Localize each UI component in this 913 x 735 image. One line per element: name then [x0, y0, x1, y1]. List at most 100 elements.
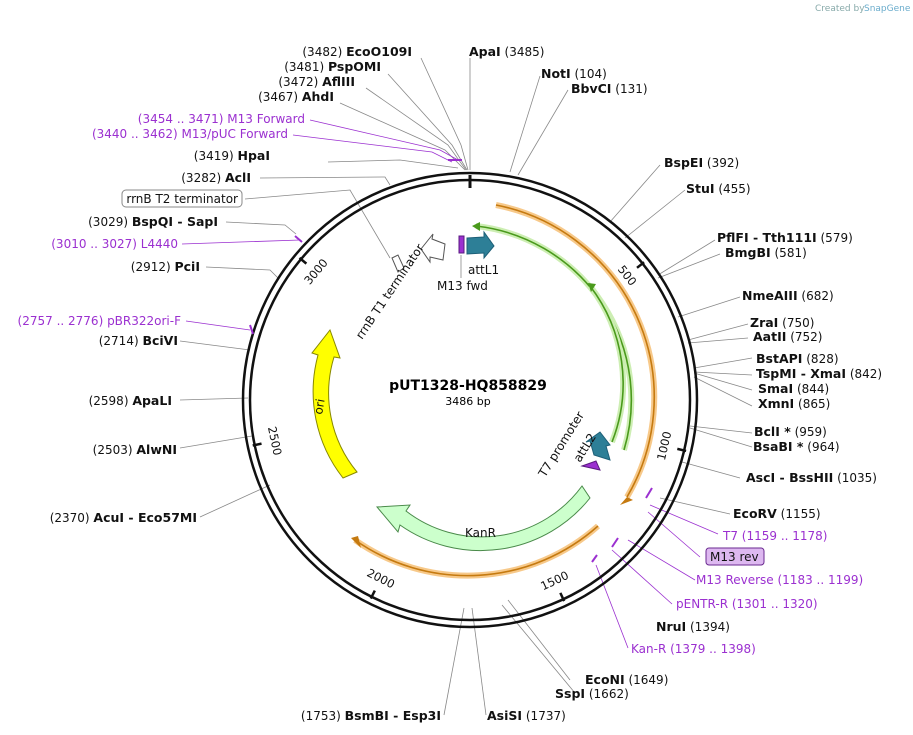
site-dash: -	[775, 470, 789, 485]
primer-label[interactable]: (3440 .. 3462) M13/pUC Forward	[92, 127, 288, 141]
primer-label[interactable]: M13 Reverse (1183 .. 1199)	[696, 573, 863, 587]
green-arc-outer-glow	[475, 223, 635, 451]
site-label[interactable]: AscI - BssHII (1035)	[746, 470, 877, 485]
site-label[interactable]: XmnI (865)	[758, 396, 830, 411]
site-label[interactable]: (2370) AcuI - Eco57MI	[50, 510, 197, 525]
site-name: Kan-R	[631, 642, 666, 656]
site-label[interactable]: (2503) AlwNI	[93, 442, 177, 457]
site-position: (455)	[715, 182, 751, 196]
rrnb-t2-feature[interactable]	[391, 254, 405, 273]
site-position: (3440 .. 3462)	[92, 127, 182, 141]
site-label[interactable]: TspMI - XmaI (842)	[756, 366, 882, 381]
ori-feature[interactable]	[311, 328, 358, 479]
site-name: L4440	[141, 237, 178, 251]
attl1-label: attL1	[468, 263, 499, 277]
site-label[interactable]: EcoNI (1649)	[585, 672, 668, 687]
site-label[interactable]: ApaI (3485)	[469, 44, 544, 59]
site-label[interactable]: AsiSI (1737)	[487, 708, 566, 723]
site-name: BspQI	[132, 214, 173, 229]
site-name: AatII	[753, 329, 786, 344]
site-label[interactable]: BmgBI (581)	[725, 245, 807, 260]
green-arc-outer-head	[472, 222, 480, 231]
primer-label[interactable]: pENTR-R (1301 .. 1320)	[676, 597, 818, 611]
green-arc-inner-glow	[587, 284, 627, 444]
kanr-label: KanR	[465, 526, 496, 540]
site-label[interactable]: PflFI - Tth111I (579)	[717, 230, 853, 245]
site-label[interactable]: BsaBI * (964)	[753, 439, 840, 454]
site-label[interactable]: (3419) HpaI	[194, 148, 270, 163]
primer-label[interactable]: (2757 .. 2776) pBR322ori-F	[18, 314, 182, 328]
site-name: EcoNI	[585, 672, 625, 687]
site-label[interactable]: NmeAIII (682)	[742, 288, 834, 303]
rrnb-t1-feature[interactable]	[420, 233, 446, 264]
site-position: (1155)	[777, 507, 821, 521]
site-name-alt: XmaI	[810, 366, 846, 381]
site-name: AsiSI	[487, 708, 522, 723]
site-label[interactable]: AatII (752)	[753, 329, 822, 344]
site-position: (2757 .. 2776)	[18, 314, 108, 328]
boxed-primer-label[interactable]: M13 rev	[710, 550, 759, 564]
site-label[interactable]: (1753) BsmBI - Esp3I	[301, 708, 441, 723]
kanr-feature[interactable]	[375, 485, 591, 552]
orange-arc-lower	[354, 525, 599, 577]
site-label[interactable]: (3482) EcoO109I	[302, 44, 412, 59]
site-name: SspI	[555, 686, 585, 701]
attl1-feature[interactable]	[466, 230, 495, 260]
site-label[interactable]: (3472) AflIII	[278, 74, 355, 89]
site-label[interactable]: (2714) BciVI	[99, 333, 178, 348]
site-name: EcoRV	[733, 506, 777, 521]
tick-label: 3000	[301, 256, 331, 287]
site-label[interactable]: StuI (455)	[686, 181, 751, 196]
site-position: (3029)	[88, 215, 132, 229]
site-label[interactable]: ZraI (750)	[750, 315, 814, 330]
site-name: HpaI	[238, 148, 271, 163]
site-label[interactable]: BclI * (959)	[754, 424, 827, 439]
site-position: (1737)	[522, 709, 566, 723]
ori-label: ori	[311, 398, 327, 416]
site-label[interactable]: BspEI (392)	[664, 155, 739, 170]
leader-lines	[179, 57, 753, 716]
primer-label[interactable]: (3454 .. 3471) M13 Forward	[138, 112, 305, 126]
site-name: BciVI	[142, 333, 178, 348]
site-name: PflFI	[717, 230, 749, 245]
site-label[interactable]: BstAPI (828)	[756, 351, 839, 366]
site-name: XmnI	[758, 396, 794, 411]
site-position: (1183 .. 1199)	[774, 573, 864, 587]
site-label[interactable]: NotI (104)	[541, 66, 607, 81]
site-label[interactable]: BbvCI (131)	[571, 81, 648, 96]
site-position: (3481)	[284, 60, 328, 74]
site-label[interactable]: (3481) PspOMI	[284, 59, 381, 74]
site-name: TspMI	[756, 366, 796, 381]
site-position: (964)	[803, 440, 839, 454]
primer-label[interactable]: (3010 .. 3027) L4440	[51, 237, 178, 251]
site-name: BsaBI *	[753, 439, 804, 454]
site-label[interactable]: EcoRV (1155)	[733, 506, 821, 521]
tick-mark	[636, 261, 645, 269]
site-position: (1301 .. 1320)	[728, 597, 818, 611]
site-position: (2598)	[89, 394, 133, 408]
primer-label[interactable]: T7 (1159 .. 1178)	[722, 529, 827, 543]
site-label[interactable]: (2598) ApaLI	[89, 393, 172, 408]
attl2-feature[interactable]	[585, 431, 611, 461]
boxed-feature-label[interactable]: rrnB T2 terminator	[126, 192, 238, 206]
site-label[interactable]: (3029) BspQI - SapI	[88, 214, 218, 229]
site-name: AscI	[746, 470, 775, 485]
plasmid-size: 3486 bp	[445, 395, 490, 408]
site-label[interactable]: SspI (1662)	[555, 686, 629, 701]
backbone-outer	[241, 171, 699, 629]
site-dash: -	[173, 214, 187, 229]
primer-label[interactable]: Kan-R (1379 .. 1398)	[631, 642, 756, 656]
site-name: NruI	[656, 619, 686, 634]
site-name: pENTR-R	[676, 597, 728, 611]
site-label[interactable]: (3467) AhdI	[258, 89, 334, 104]
site-name: ApaLI	[132, 393, 172, 408]
site-label[interactable]: NruI (1394)	[656, 619, 730, 634]
site-name: pBR322ori-F	[107, 314, 181, 328]
site-label[interactable]: (3282) AclI	[181, 170, 251, 185]
plasmid-name: pUT1328-HQ858829	[389, 378, 547, 394]
site-name: SmaI	[758, 381, 793, 396]
rrnb-t1-label: rrnB T1 terminator	[353, 241, 427, 341]
site-name: AflIII	[322, 74, 355, 89]
site-label[interactable]: (2912) PciI	[131, 259, 200, 274]
site-label[interactable]: SmaI (844)	[758, 381, 829, 396]
